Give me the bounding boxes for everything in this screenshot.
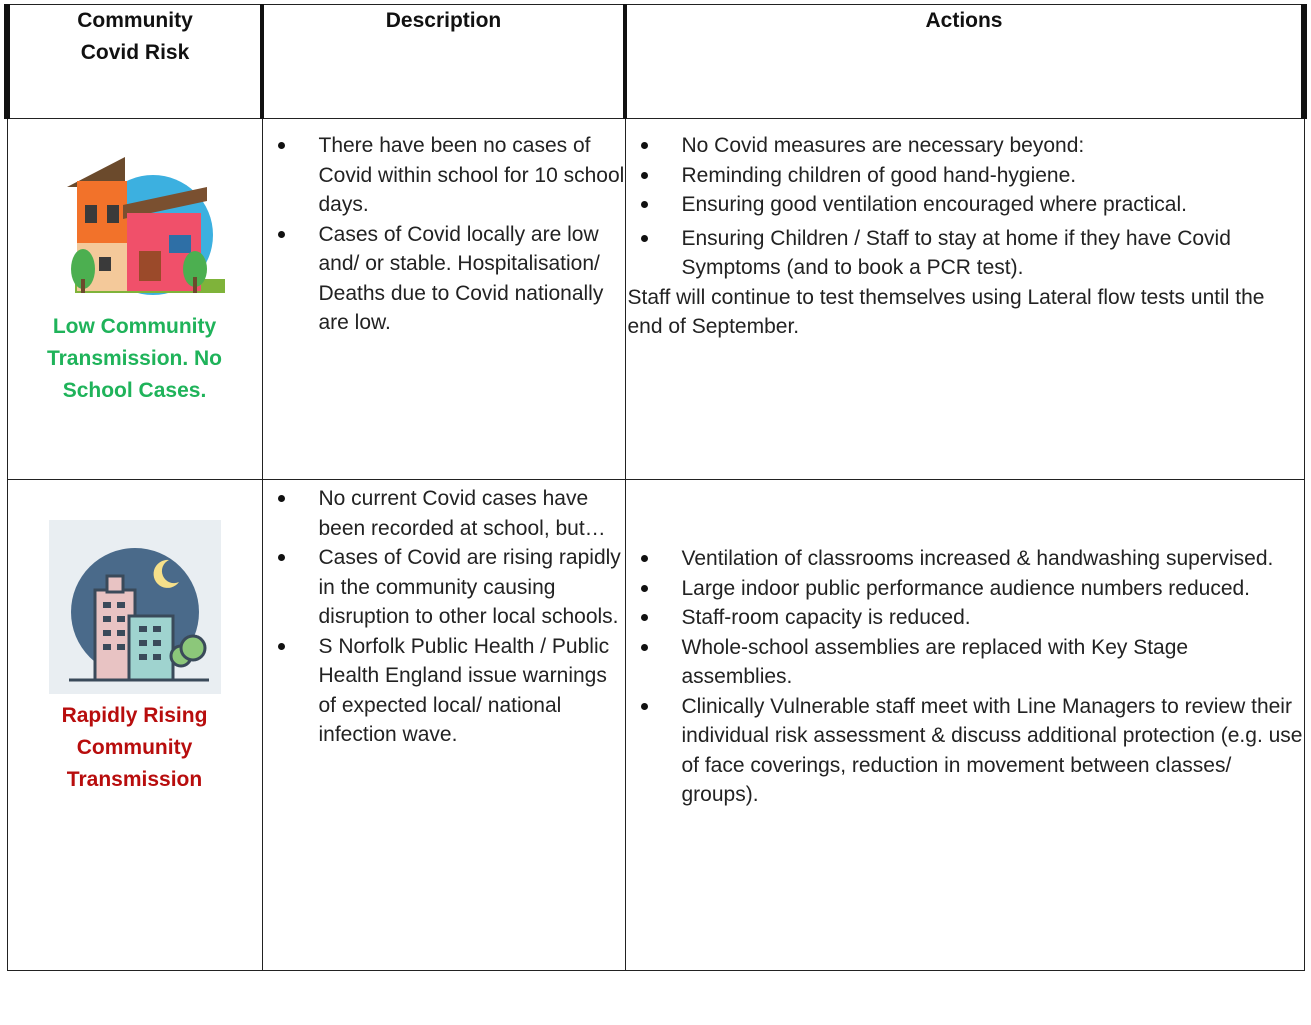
header-row: Community Covid Risk Description Actions [4, 4, 1307, 119]
header-col1-line1: Community [77, 9, 193, 32]
header-community-covid-risk: Community Covid Risk [4, 4, 264, 119]
list-item: There have been no cases of Covid within… [263, 131, 625, 220]
description-list-rising: No current Covid cases have been recorde… [263, 484, 625, 750]
list-item: Large indoor public performance audience… [626, 574, 1304, 604]
actions-list-low: No Covid measures are necessary beyond: … [626, 131, 1304, 283]
table-row: Low Community Transmission. No School Ca… [6, 118, 1305, 480]
description-cell-low: There have been no cases of Covid within… [261, 118, 626, 480]
list-item: Ventilation of classrooms increased & ha… [626, 544, 1304, 574]
list-item: Clinically Vulnerable staff meet with Li… [626, 692, 1304, 810]
list-item: No current Covid cases have been recorde… [263, 484, 625, 543]
list-item: Reminding children of good hand-hygiene. [626, 161, 1304, 191]
header-description: Description [261, 4, 627, 119]
table-row: Rapidly Rising Community Transmission No… [6, 479, 1305, 971]
list-item: Whole-school assemblies are replaced wit… [626, 633, 1304, 692]
header-col1-line2: Covid Risk [80, 41, 190, 64]
risk-level-label-rising: Rapidly Rising Community Transmission [61, 704, 208, 791]
actions-list-rising: Ventilation of classrooms increased & ha… [626, 544, 1304, 810]
risk-table: Community Covid Risk Description Actions [4, 4, 1307, 971]
risk-level-cell-rising: Rapidly Rising Community Transmission [6, 479, 263, 971]
city-night-icon [48, 520, 221, 694]
list-item: Staff-room capacity is reduced. [626, 603, 1304, 633]
actions-cell-rising: Ventilation of classrooms increased & ha… [624, 479, 1305, 971]
list-item: Cases of Covid are rising rapidly in the… [263, 543, 625, 632]
header-actions: Actions [624, 4, 1307, 119]
list-item: Cases of Covid locally are low and/ or s… [263, 220, 625, 338]
house-icon [66, 157, 225, 295]
list-item: Ensuring Children / Staff to stay at hom… [626, 224, 1304, 283]
list-item: No Covid measures are necessary beyond: [626, 131, 1304, 161]
risk-level-label-low: Low Community Transmission. No School Ca… [46, 315, 223, 402]
list-item: S Norfolk Public Health / Public Health … [263, 632, 625, 750]
staff-testing-note: Staff will continue to test themselves u… [627, 285, 1265, 339]
description-list-low: There have been no cases of Covid within… [263, 131, 625, 338]
actions-cell-low: No Covid measures are necessary beyond: … [624, 118, 1305, 480]
description-cell-rising: No current Covid cases have been recorde… [261, 479, 626, 971]
risk-level-cell-low: Low Community Transmission. No School Ca… [6, 118, 263, 480]
list-item: Ensuring good ventilation encouraged whe… [626, 190, 1304, 220]
